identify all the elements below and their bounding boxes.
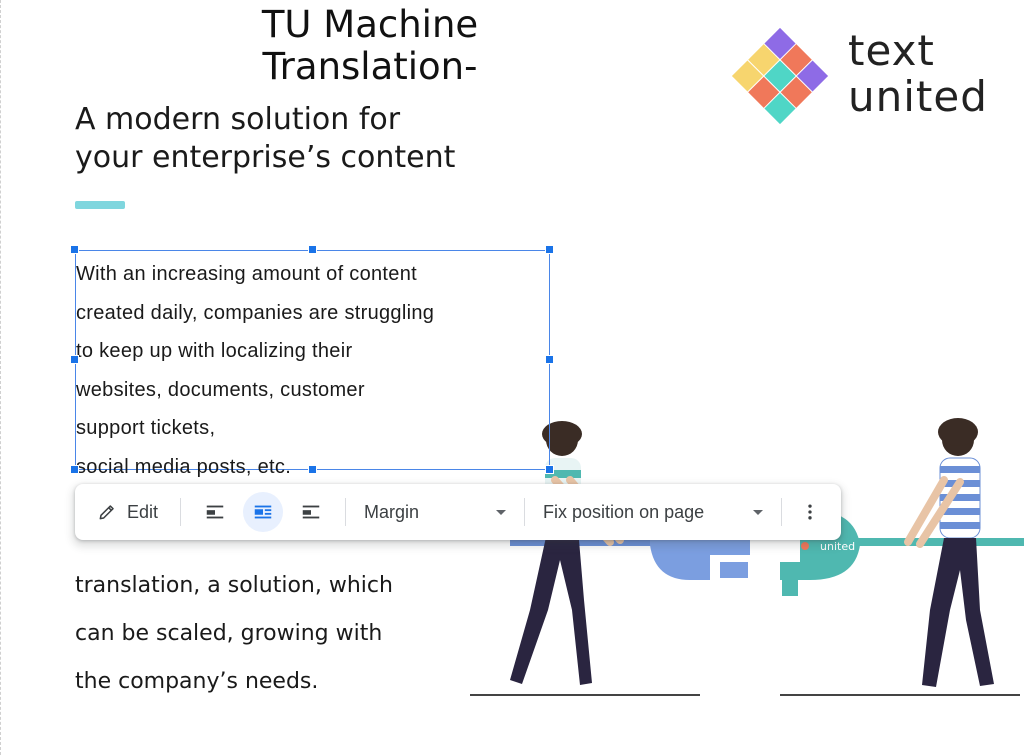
break-text-button[interactable] [291, 492, 331, 532]
text-line: support tickets, [76, 417, 216, 439]
resize-handle-right[interactable] [545, 355, 554, 364]
toolbar-divider [781, 498, 783, 526]
resize-handle-left[interactable] [70, 355, 79, 364]
more-options-button[interactable] [792, 492, 828, 532]
body-paragraph: translation, a solution, which can be sc… [75, 562, 475, 706]
text-box-content: With an increasing amount of content cre… [76, 255, 556, 486]
text-line: to keep up with localizing their [76, 340, 353, 362]
resize-handle-bottom[interactable] [308, 465, 317, 474]
edit-label: Edit [127, 501, 159, 522]
chevron-down-icon [496, 509, 507, 515]
page-edge [0, 0, 1, 755]
pencil-icon [99, 505, 114, 520]
subtitle-line: A modern solution for [75, 102, 401, 137]
logo-wordmark: text united [848, 28, 988, 120]
margin-label: Margin [364, 501, 420, 522]
right-person-figure [904, 418, 994, 687]
body-line: the company’s needs. [75, 669, 319, 694]
wrap-inline-button[interactable] [195, 492, 235, 532]
wrap-text-button[interactable] [243, 492, 284, 532]
body-line: translation, a solution, which [75, 573, 393, 598]
toolbar-divider [524, 498, 526, 526]
text-line: With an increasing amount of content [76, 263, 417, 285]
wrap-text-icon [254, 505, 272, 519]
margin-dropdown[interactable]: Margin [356, 492, 514, 532]
body-line: can be scaled, growing with [75, 621, 383, 646]
wrap-inline-icon [206, 505, 224, 519]
document-title: TU Machine Translation- [261, 3, 479, 88]
text-line: created daily, companies are struggling [76, 301, 435, 324]
break-text-icon [302, 505, 320, 519]
toolbar-divider [345, 498, 347, 526]
resize-handle-bottom-right[interactable] [545, 465, 554, 474]
text-united-logo: text united [728, 24, 1018, 130]
resize-handle-bottom-left[interactable] [70, 465, 79, 474]
resize-handle-top-right[interactable] [545, 245, 554, 254]
resize-handle-top[interactable] [308, 245, 317, 254]
document-subtitle: A modern solution for your enterprise’s … [75, 101, 595, 177]
position-label: Fix position on page [543, 501, 705, 522]
subtitle-line: your enterprise’s content [75, 140, 456, 175]
logo-word: united [848, 72, 988, 121]
toolbar-divider [180, 498, 182, 526]
chevron-down-icon [753, 509, 764, 515]
object-options-toolbar: Edit [75, 484, 841, 540]
text-line: websites, documents, customer [76, 378, 365, 401]
logo-mark-icon [731, 27, 829, 125]
resize-handle-top-left[interactable] [70, 245, 79, 254]
position-dropdown[interactable]: Fix position on page [535, 492, 771, 532]
logo-word: text [848, 26, 935, 75]
plug-label: united [820, 540, 855, 553]
more-vert-icon [808, 504, 812, 520]
text-line: social media posts, etc. [76, 455, 292, 478]
accent-divider [75, 201, 125, 209]
selected-text-box[interactable]: With an increasing amount of content cre… [75, 250, 550, 478]
edit-button[interactable]: Edit [85, 492, 170, 532]
